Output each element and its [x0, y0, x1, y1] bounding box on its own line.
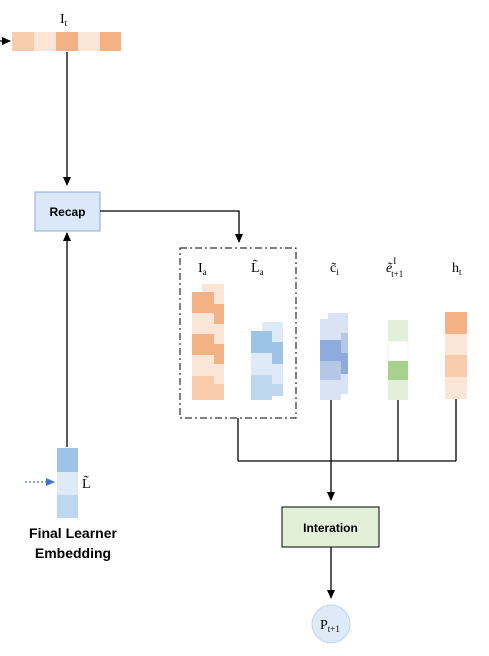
- final-learner-embedding-vector: [57, 448, 78, 518]
- la-label: L̃a: [251, 259, 264, 277]
- la-vector-stack: [251, 322, 283, 400]
- output-label: Pt+1: [320, 618, 340, 634]
- ci-label: c̃i: [330, 261, 339, 277]
- recap-node: Recap: [34, 191, 101, 232]
- interaction-label: Interation: [303, 521, 358, 535]
- ht-label: ht: [452, 261, 462, 277]
- ia-vector-stack: [192, 284, 224, 400]
- output-node: Pt+1: [311, 604, 351, 644]
- merge-connectors: [237, 399, 457, 462]
- recap-label: Recap: [49, 205, 85, 219]
- caption-line-1: Final Learner: [29, 525, 117, 541]
- it-vector: [12, 32, 121, 51]
- caption-line-2: Embedding: [34, 545, 112, 561]
- ia-label: Ia: [198, 261, 207, 277]
- final-learner-embedding-caption: Final Learner Embedding: [0, 523, 146, 563]
- ht-vector: [445, 312, 467, 399]
- ci-vector-stack: [320, 313, 348, 400]
- e-vector: [387, 320, 409, 400]
- recap-to-group-arrow: [100, 210, 243, 243]
- recap-output-group: [179, 247, 297, 419]
- l-label: L̃: [82, 475, 91, 492]
- it-label: It: [60, 12, 68, 28]
- interaction-node: Interation: [281, 506, 380, 548]
